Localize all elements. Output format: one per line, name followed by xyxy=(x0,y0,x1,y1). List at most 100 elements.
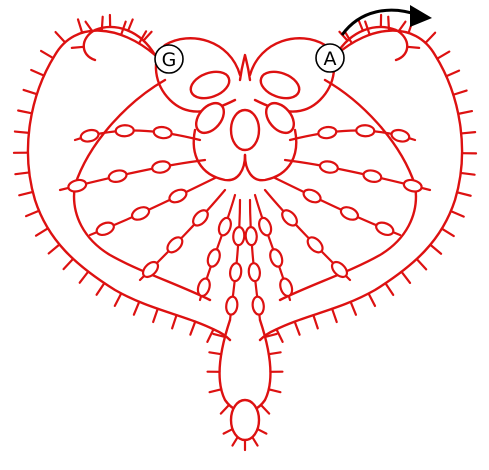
ring xyxy=(257,216,273,237)
ring xyxy=(356,125,375,137)
ring xyxy=(339,205,360,222)
picot xyxy=(313,315,317,328)
ring xyxy=(278,277,294,297)
ring xyxy=(95,220,116,237)
picot xyxy=(18,110,32,113)
ring xyxy=(268,248,284,269)
picot xyxy=(453,91,466,95)
picot xyxy=(221,405,229,414)
ring xyxy=(151,160,171,174)
picot xyxy=(172,315,176,328)
picot xyxy=(80,272,89,283)
ring xyxy=(167,187,188,205)
picot xyxy=(351,302,356,315)
picot xyxy=(128,20,133,31)
ring xyxy=(319,160,339,174)
picot xyxy=(41,51,53,58)
picot xyxy=(257,429,266,434)
picot xyxy=(402,272,411,283)
ring xyxy=(362,169,382,184)
picot xyxy=(26,211,39,216)
picot xyxy=(252,437,257,446)
central-ring xyxy=(231,110,259,150)
picot xyxy=(417,259,427,269)
picot xyxy=(430,245,441,254)
ring xyxy=(108,169,128,184)
picot xyxy=(269,352,281,354)
labels-layer: G A xyxy=(155,44,344,73)
label-a: A xyxy=(324,48,337,70)
picot xyxy=(31,70,44,76)
picot xyxy=(385,283,393,295)
picot xyxy=(451,211,464,216)
ring xyxy=(233,227,245,246)
ring xyxy=(153,126,172,139)
picot xyxy=(442,229,454,236)
picot xyxy=(457,192,471,195)
picot xyxy=(437,52,449,59)
picot xyxy=(269,389,281,392)
ring xyxy=(229,263,242,282)
picot xyxy=(56,32,65,42)
picot xyxy=(209,352,221,354)
picot xyxy=(134,302,139,315)
picot xyxy=(115,293,121,305)
picot xyxy=(369,294,375,306)
picot xyxy=(224,429,233,434)
picot xyxy=(78,19,82,32)
outer-loop-right xyxy=(336,27,407,60)
picot xyxy=(153,309,158,322)
ring xyxy=(206,248,222,269)
ring xyxy=(115,125,134,137)
top-notch xyxy=(240,55,250,80)
central-ring xyxy=(187,67,233,103)
picot xyxy=(276,329,282,342)
ring xyxy=(318,126,337,139)
picot xyxy=(24,90,37,94)
central-ring xyxy=(261,98,300,138)
picot xyxy=(458,111,472,114)
ring xyxy=(403,178,423,193)
picot xyxy=(332,309,337,322)
picot xyxy=(207,329,213,342)
outer-chain-layer xyxy=(28,27,462,411)
ring xyxy=(248,263,261,282)
picot xyxy=(461,132,475,133)
picot xyxy=(232,437,237,446)
ring xyxy=(374,220,395,237)
picot xyxy=(461,173,475,175)
outer-loop-left xyxy=(84,27,155,60)
ring xyxy=(302,187,323,205)
central-ring xyxy=(231,400,259,440)
picot xyxy=(15,132,29,133)
picot xyxy=(190,322,195,335)
rings-layer xyxy=(67,67,423,440)
picot xyxy=(261,405,269,414)
picot xyxy=(72,47,84,48)
picot xyxy=(210,389,222,392)
picot xyxy=(15,172,29,174)
picot xyxy=(49,244,60,253)
picot xyxy=(36,228,48,235)
picot xyxy=(425,33,435,43)
picot xyxy=(295,322,300,335)
picot xyxy=(97,283,105,295)
ring xyxy=(252,296,265,315)
ring xyxy=(217,216,233,237)
central-ring xyxy=(191,98,230,138)
picot xyxy=(407,47,419,48)
ring xyxy=(130,205,151,222)
label-g: G xyxy=(162,49,177,71)
direction-arrowhead xyxy=(410,5,432,27)
picot xyxy=(64,259,74,269)
ring xyxy=(196,277,212,297)
picot xyxy=(19,192,33,195)
ring xyxy=(225,296,238,315)
central-ring xyxy=(257,67,303,103)
picot xyxy=(358,20,363,31)
picot xyxy=(446,71,459,77)
ring xyxy=(245,227,257,246)
ring xyxy=(67,178,87,193)
